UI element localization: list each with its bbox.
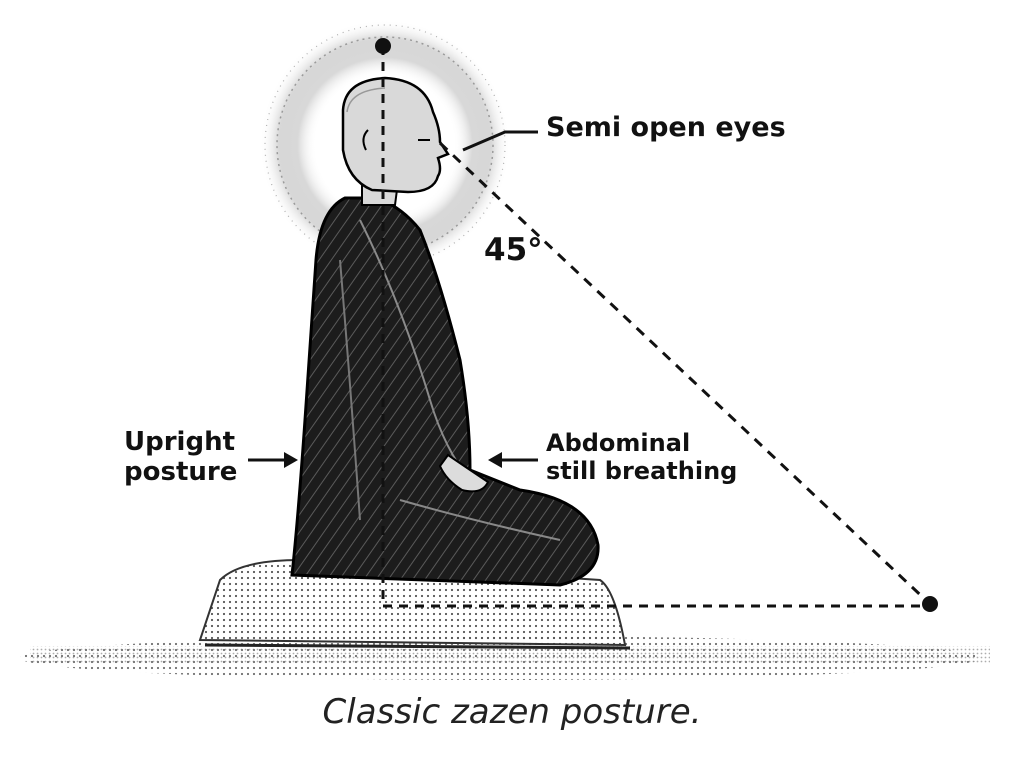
arrow-right-icon [248, 452, 298, 468]
label-abdominal-line2: still breathing [546, 456, 738, 485]
label-upright-posture: Upright posture [124, 427, 238, 488]
label-semi-open-eyes: Semi open eyes [546, 112, 786, 143]
top-point [375, 38, 391, 54]
arrow-left-icon [488, 452, 538, 468]
monk-figure [290, 76, 600, 587]
label-angle-45: 45° [484, 232, 543, 268]
ground [20, 636, 990, 680]
label-upright-line1: Upright [124, 427, 236, 457]
guide-lines [381, 46, 932, 608]
label-upright-line2: posture [124, 456, 238, 487]
label-abdominal-line1: Abdominal [546, 429, 691, 457]
gaze-point [922, 596, 938, 612]
eyes-leader-line [462, 130, 538, 152]
gaze-line [438, 141, 932, 606]
label-abdominal-breathing: Abdominal still breathing [546, 429, 738, 485]
caption: Classic zazen posture. [322, 692, 702, 732]
